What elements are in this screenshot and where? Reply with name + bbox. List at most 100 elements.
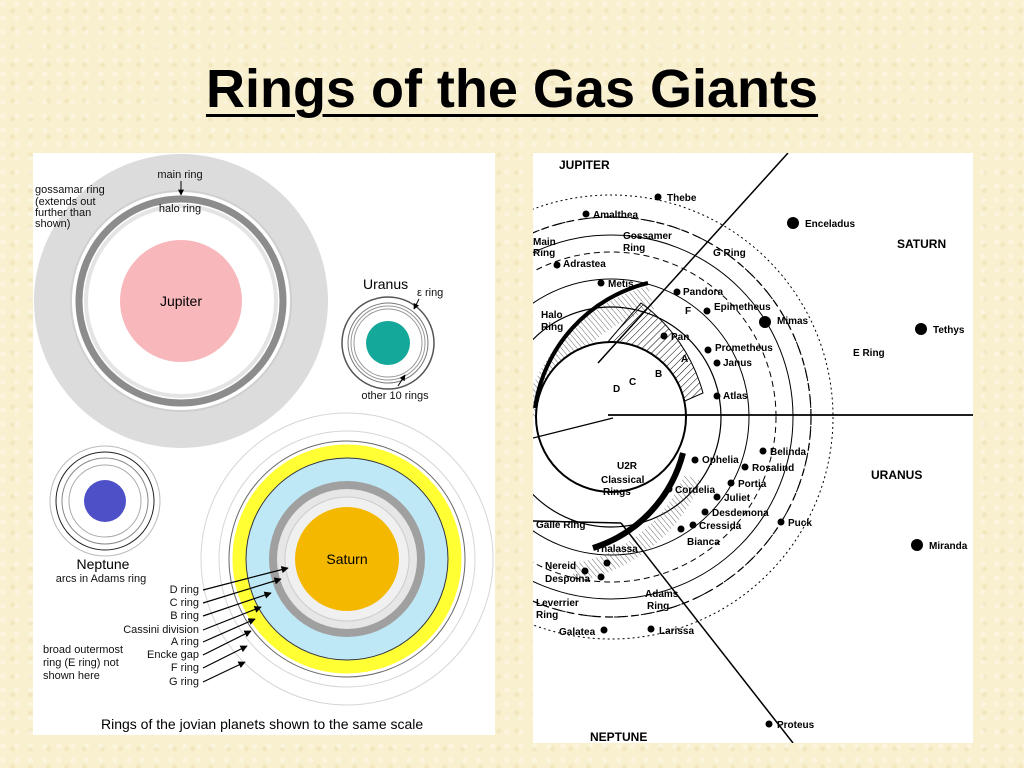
b-ring-label: B (655, 369, 662, 380)
svg-text:Cressida: Cressida (699, 521, 742, 532)
moon-desdemona (701, 508, 709, 516)
jupiter-halo-ring (84, 204, 278, 398)
moon-galatea (600, 626, 608, 634)
jupiter-planet (120, 240, 242, 362)
moon-pandora (673, 288, 681, 296)
saturn-system: Saturn D ring C ring B ring Cassini divi… (43, 412, 494, 706)
moon-metis (597, 279, 605, 287)
a-ring-label: A ring (171, 636, 199, 648)
svg-text:Rings: Rings (603, 487, 631, 498)
moon-prometheus (704, 346, 712, 354)
jupiter-system: Jupiter main ring halo ring gossamar rin… (34, 154, 328, 448)
moon-rosalind (741, 463, 749, 471)
svg-text:Ophelia: Ophelia (702, 455, 739, 466)
adams-ring-label: Adams (645, 589, 679, 600)
svg-text:Enceladus: Enceladus (805, 219, 855, 230)
svg-text:Ring: Ring (541, 322, 563, 333)
galle-ring-label: Galle Ring (536, 520, 585, 531)
f-ring-label: F (685, 306, 691, 317)
svg-text:Cordelia: Cordelia (675, 485, 715, 496)
neptune-system: Neptune arcs in Adams ring (49, 445, 161, 585)
moon-thalassa (603, 559, 611, 567)
svg-text:Portia: Portia (738, 479, 767, 490)
saturn-g-ring (228, 440, 466, 678)
other-rings-label: other 10 rings (361, 390, 429, 402)
svg-text:shown): shown) (35, 218, 70, 230)
neptune-label: Neptune (77, 556, 130, 572)
svg-text:Thalassa: Thalassa (595, 544, 638, 555)
a-ring-label: A (681, 354, 688, 365)
moon-ophelia (691, 456, 699, 464)
svg-text:Atlas: Atlas (723, 391, 748, 402)
moon-epimetheus (703, 307, 711, 315)
svg-text:Pandora: Pandora (683, 287, 723, 298)
moon-pan (660, 332, 668, 340)
neptune-moons: Thalassa Nereid Despoina Galatea Larissa… (545, 544, 815, 731)
svg-text:Epimetheus: Epimetheus (714, 302, 771, 313)
planet-core (535, 341, 687, 493)
leverrier-ring-label: Leverrier (536, 598, 579, 609)
jupiter-main-ring-shape (533, 281, 649, 409)
divider-uranus-neptune-left (533, 520, 622, 524)
diagram-caption: Rings of the jovian planets shown to the… (101, 716, 423, 732)
svg-text:Puck: Puck (788, 518, 812, 529)
svg-text:Ring: Ring (536, 610, 558, 621)
gossamer-ring-label: Gossamer (623, 231, 672, 242)
svg-text:Ring: Ring (647, 601, 669, 612)
saturn-label: Saturn (326, 551, 367, 567)
saturn-section-label: SATURN (897, 237, 946, 251)
saturn-moons: Enceladus Pandora Epimetheus Mimas Tethy… (660, 217, 965, 402)
uranus-section-label: URANUS (871, 468, 922, 482)
moon-portia (727, 479, 735, 487)
moons-rings-diagram-svg: JUPITER SATURN URANUS NEPTUNE Main Ring … (533, 153, 973, 744)
svg-text:Larissa: Larissa (659, 626, 694, 637)
divider-jupiter-saturn (597, 153, 789, 364)
svg-text:Pan: Pan (671, 332, 689, 343)
moon-juliet (713, 493, 721, 501)
moon-enceladus (787, 217, 799, 229)
main-ring-label: Main (533, 237, 556, 248)
jupiter-label: Jupiter (160, 293, 202, 309)
svg-text:Miranda: Miranda (929, 541, 968, 552)
e-ring-note: broad outermost (43, 644, 123, 656)
moon-proteus (765, 720, 773, 728)
svg-text:Adrastea: Adrastea (563, 259, 606, 270)
jupiter-section-label: JUPITER (559, 158, 610, 172)
moon-despoina (597, 573, 605, 581)
moon-cordelia (665, 485, 673, 493)
halo-ring-label: Halo (541, 310, 563, 321)
uranus-label: Uranus (363, 276, 408, 292)
moon-larissa (647, 625, 655, 633)
svg-text:ring (E ring) not: ring (E ring) not (43, 657, 119, 669)
u2r-label: U2R (617, 461, 638, 472)
svg-text:Galatea: Galatea (559, 627, 596, 638)
halo-ring-label: halo ring (159, 203, 201, 215)
epsilon-ring-label: ε ring (417, 287, 443, 299)
neptune-planet (84, 480, 126, 522)
uranus-classical-rings-shape (592, 452, 686, 551)
svg-text:Juliet: Juliet (724, 493, 751, 504)
same-scale-diagram-svg: Jupiter main ring halo ring gossamar rin… (34, 154, 494, 732)
slide-title: Rings of the Gas Giants (205, 59, 819, 119)
svg-text:Nereid: Nereid (545, 561, 576, 572)
moon-adrastea (553, 261, 561, 269)
e-ring-label: E Ring (853, 348, 885, 359)
svg-text:Despoina: Despoina (545, 574, 590, 585)
c-ring-label: C (629, 377, 636, 388)
moons-rings-diagram: JUPITER SATURN URANUS NEPTUNE Main Ring … (533, 153, 973, 744)
neptune-section-label: NEPTUNE (590, 730, 647, 743)
moon-thebe (654, 193, 662, 201)
svg-text:further than: further than (35, 207, 91, 219)
moon-janus (713, 359, 721, 367)
moon-cressida (689, 521, 697, 529)
b-ring-label: B ring (170, 610, 199, 622)
svg-text:Mimas: Mimas (777, 316, 809, 327)
svg-text:Bianca: Bianca (687, 537, 720, 548)
divider-neptune-right (620, 522, 794, 743)
same-scale-diagram: Jupiter main ring halo ring gossamar rin… (33, 153, 495, 735)
f-ring-label: F ring (171, 662, 199, 674)
saturn-outer-band (232, 444, 462, 674)
moon-nereid (581, 567, 589, 575)
cassini-division-label: Cassini division (123, 624, 199, 636)
classical-rings-label: Classical (601, 475, 645, 486)
